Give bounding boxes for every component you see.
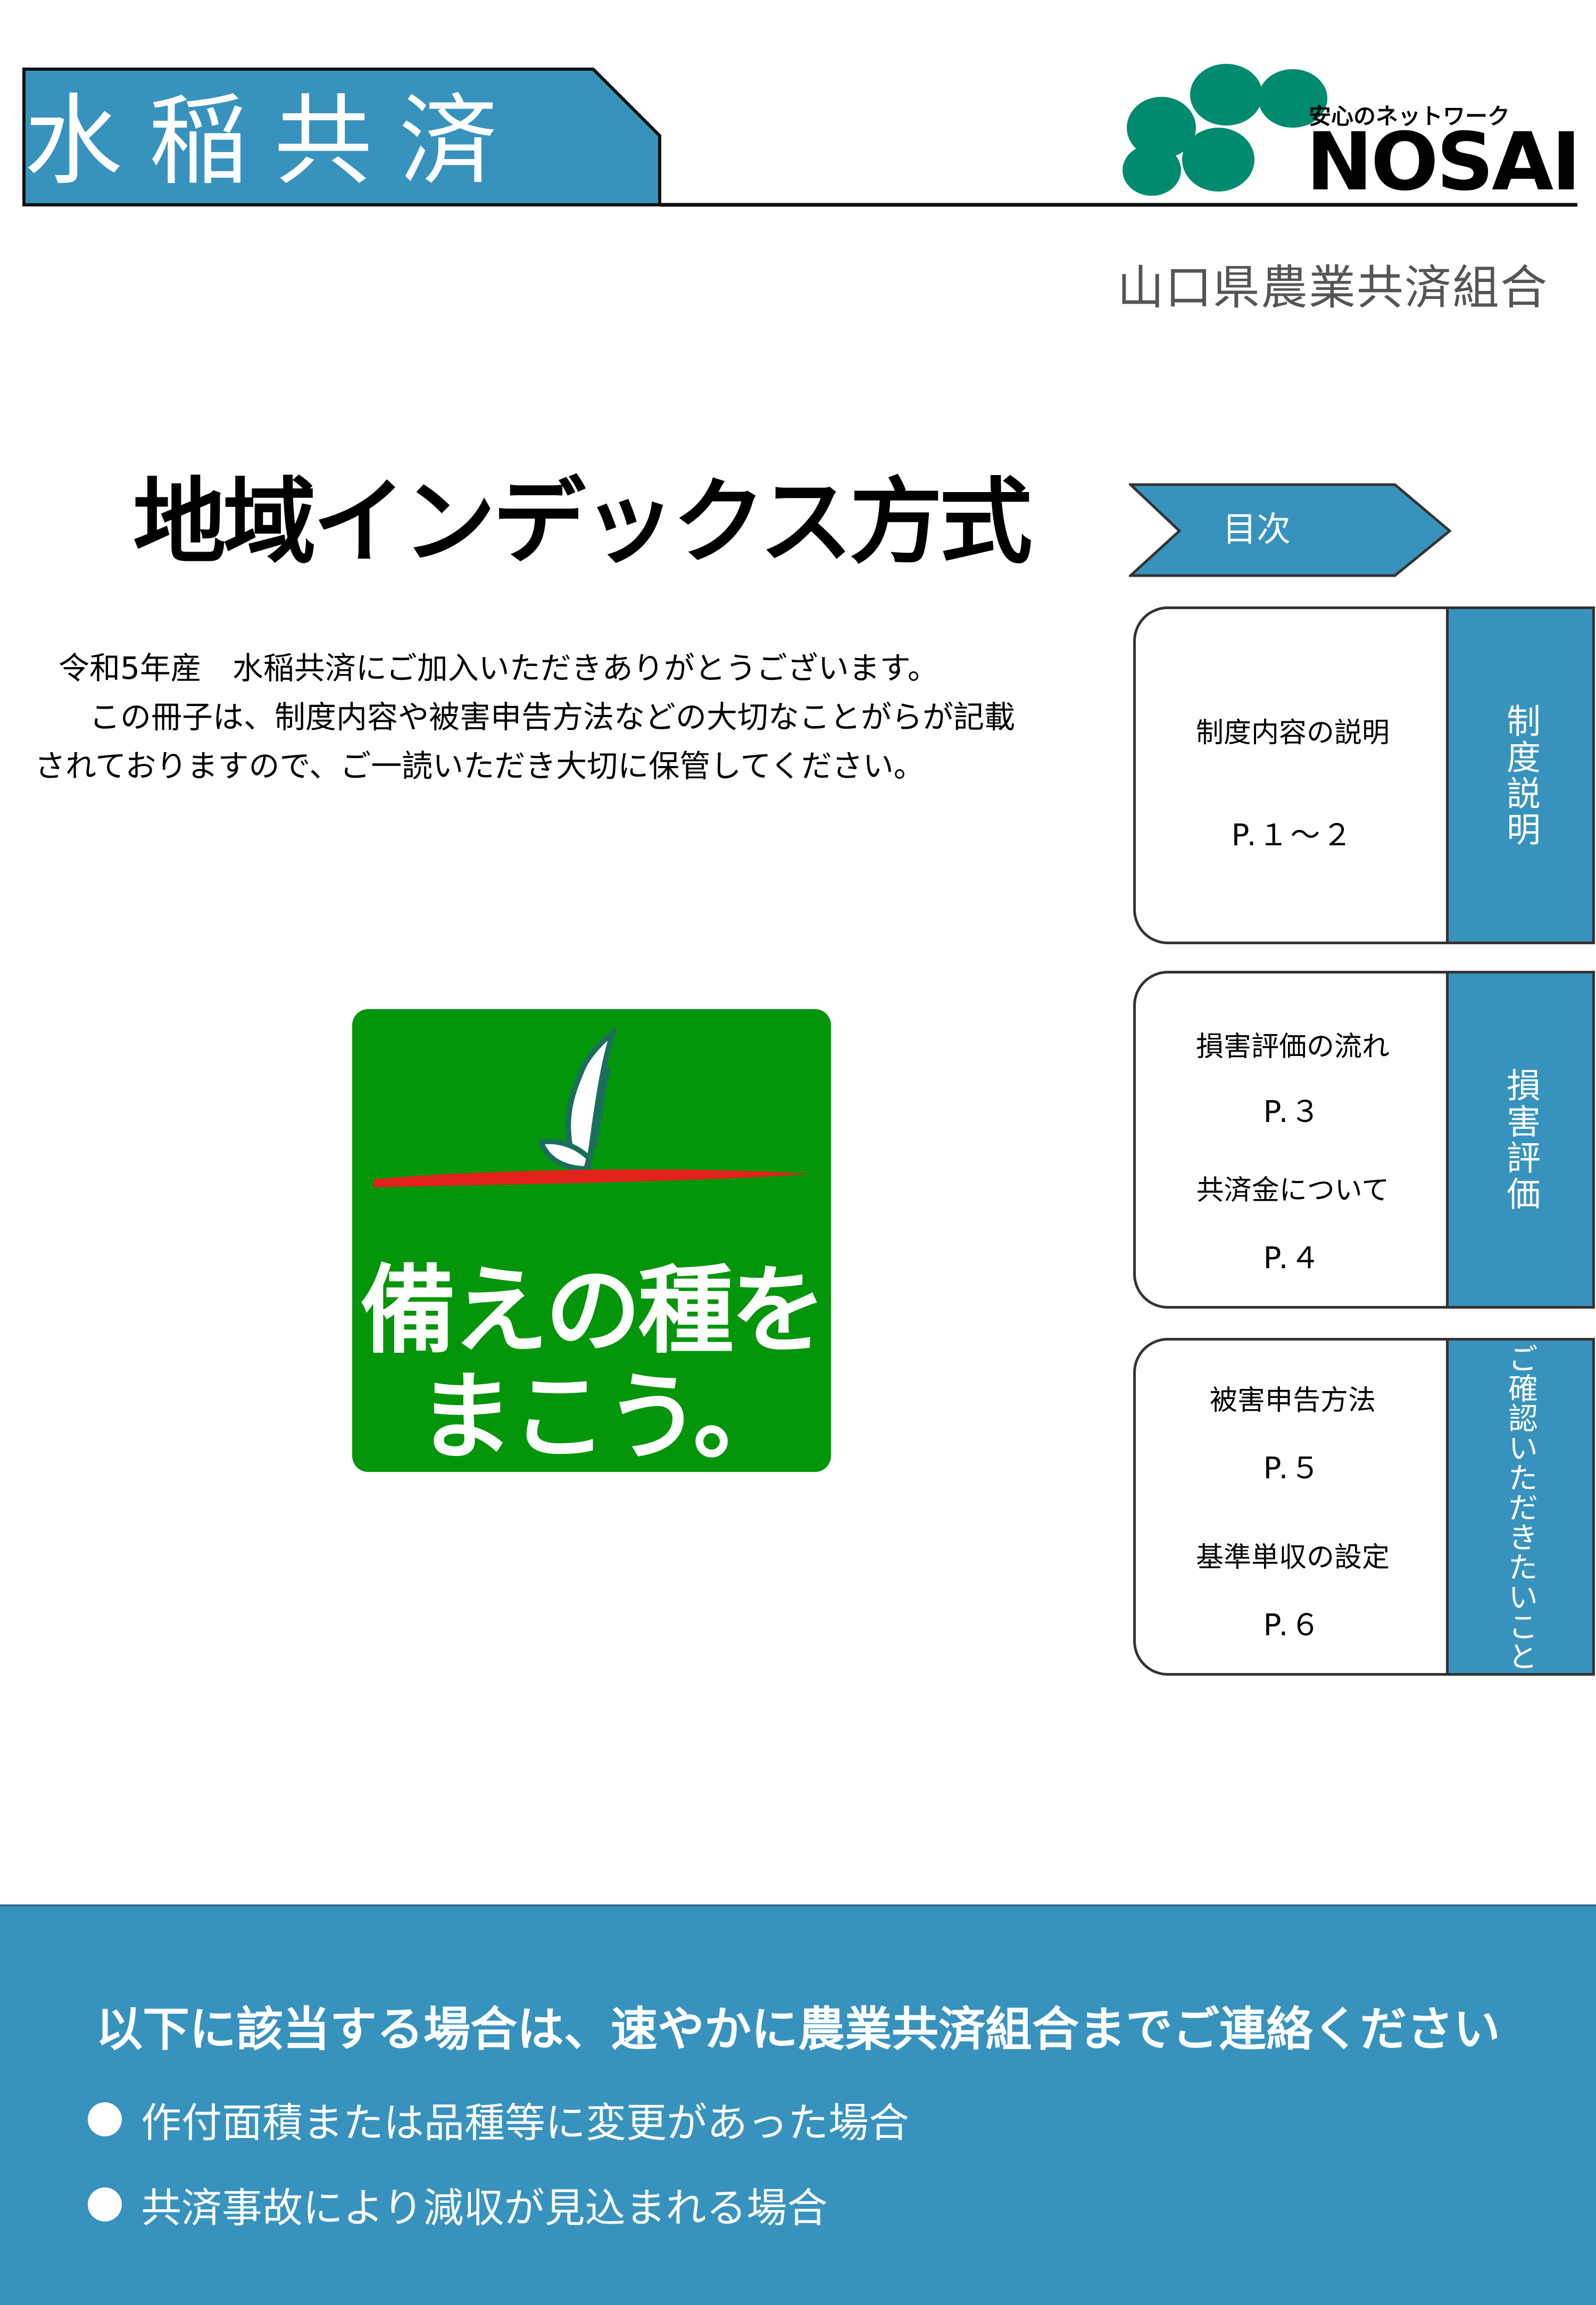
toc-side-label: 制度説明 <box>1501 703 1540 848</box>
header-graphic <box>22 64 1577 207</box>
toc-side-tab: 制度説明 <box>1446 609 1592 942</box>
logo-name: NOSAI <box>1306 116 1581 209</box>
toc-item-page: P.５ <box>1263 1451 1323 1486</box>
toc-item-label[interactable]: 被害申告方法 <box>1209 1385 1376 1417</box>
toc-section-assessment: 損害評価の流れ P.３ 共済金について P.４ 損害評価 <box>1133 971 1595 1309</box>
intro-line: 令和5年産 水稲共済にご加入いただきありがとうございます。 <box>59 650 938 686</box>
toc-heading-arrow <box>1129 483 1452 577</box>
intro-text: 令和5年産 水稲共済にご加入いただきありがとうございます。 この冊子は、制度内容… <box>35 644 1096 790</box>
emblem-line-1: 備えの種を <box>360 1255 826 1367</box>
toc-item-page: P.１～２ <box>1231 818 1354 853</box>
toc-item-label[interactable]: 基準単収の設定 <box>1195 1542 1390 1574</box>
toc-item-label[interactable]: 制度内容の説明 <box>1195 717 1390 749</box>
notice-item-text: 共済事故により減収が見込まれる場合 <box>141 2184 828 2232</box>
notice-item: 共済事故により減収が見込まれる場合 <box>88 2175 827 2234</box>
intro-line: この冊子は、制度内容や被害申告方法などの大切なことがらが記載 <box>59 699 1016 735</box>
toc-side-label: 損害評価 <box>1501 1067 1540 1212</box>
main-title: 地域インデックス方式 <box>133 468 1033 577</box>
notice-item-text: 作付面積または品種等に変更があった場合 <box>141 2099 909 2146</box>
toc-side-tab: 損害評価 <box>1446 973 1592 1306</box>
toc-item-page: P.３ <box>1263 1095 1323 1129</box>
toc-heading: 目次 <box>1223 510 1291 550</box>
toc-item-label[interactable]: 共済金について <box>1196 1175 1390 1206</box>
toc-item-label[interactable]: 損害評価の流れ <box>1195 1031 1390 1063</box>
toc-side-tab: ご確認いただきたいこと <box>1446 1341 1592 1673</box>
document-title: 水稲共済 <box>24 84 524 198</box>
bullet-icon <box>88 2102 122 2136</box>
nosai-logo-icon <box>1123 64 1327 196</box>
toc-section-system: 制度内容の説明 P.１～２ 制度説明 <box>1133 606 1595 944</box>
intro-line: されておりますので、ご一読いただき大切に保管してください。 <box>35 748 925 784</box>
organization-name: 山口県農業共済組合 <box>1117 260 1549 315</box>
toc-item-page: P.４ <box>1263 1241 1323 1276</box>
toc-side-label: ご確認いただきたいこと <box>1503 1343 1538 1671</box>
notice-item: 作付面積または品種等に変更があった場合 <box>88 2090 909 2149</box>
toc-section-confirmation: 被害申告方法 P.５ 基準単収の設定 P.６ ご確認いただきたいこと <box>1133 1338 1595 1676</box>
campaign-emblem: 備えの種を まこう。 <box>352 1009 831 1472</box>
toc-item-page: P.６ <box>1263 1608 1323 1643</box>
notice-footer: 以下に該当する場合は、速やかに農業共済組合までご連絡ください 作付面積または品種… <box>0 1904 1596 2305</box>
logo-tagline: 安心のネットワーク <box>1309 103 1510 129</box>
bullet-icon <box>88 2187 122 2221</box>
sprout-icon <box>373 1026 810 1187</box>
emblem-line-2: まこう。 <box>418 1362 788 1472</box>
notice-title: 以下に該当する場合は、速やかに農業共済組合までご連絡ください <box>95 2002 1500 2057</box>
title-banner <box>22 68 661 206</box>
